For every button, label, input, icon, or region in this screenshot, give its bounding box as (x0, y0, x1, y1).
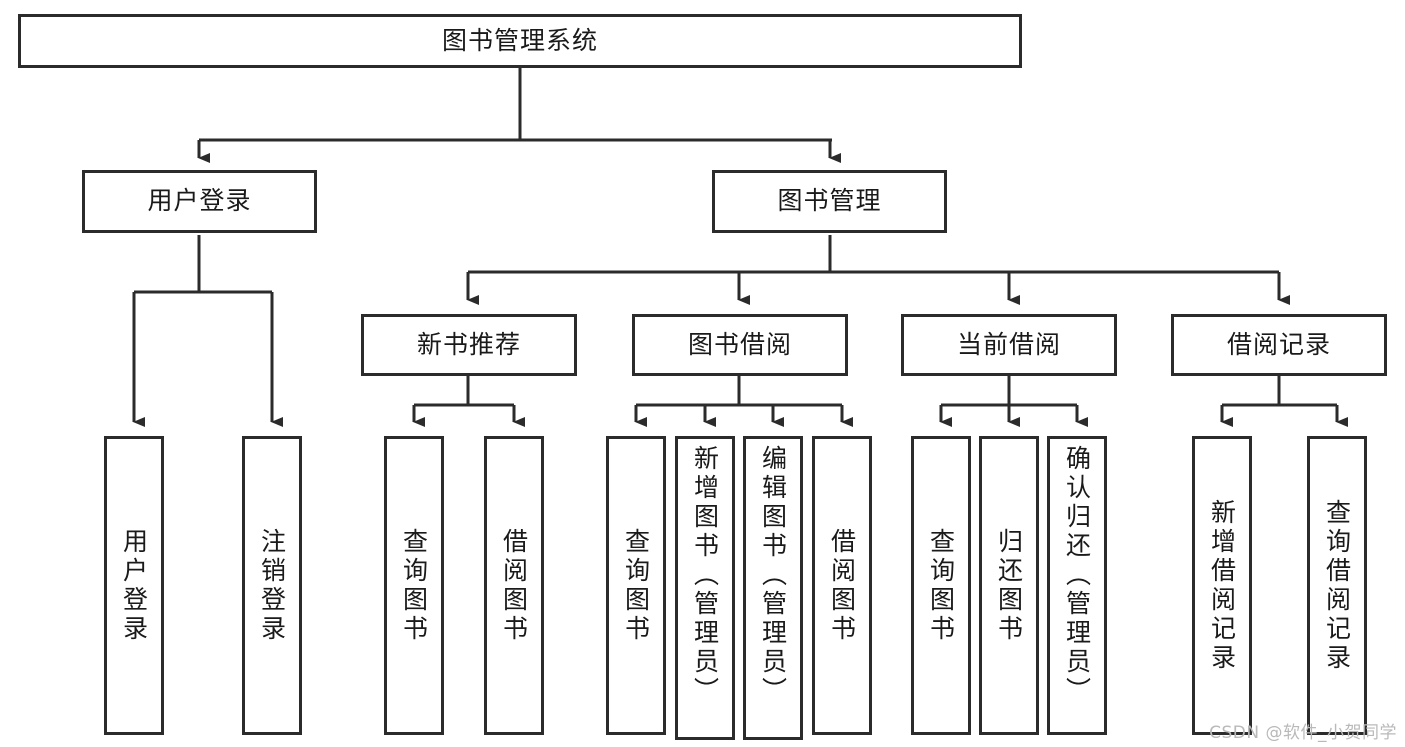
node-label: 查询图书 (621, 527, 651, 644)
leaf-new-book-query-book[interactable]: 查询图书 (384, 436, 444, 735)
leaf-current-borrow-query-book[interactable]: 查询图书 (911, 436, 971, 735)
node-label: 注销登录 (257, 527, 287, 644)
leaf-book-borrow-borrow-book[interactable]: 借阅图书 (812, 436, 872, 735)
node-borrow-record[interactable]: 借阅记录 (1171, 314, 1387, 376)
watermark: CSDN @软件_小贺同学 (1209, 723, 1397, 743)
node-label: 图书借阅 (687, 329, 792, 359)
node-label: 查询图书 (399, 527, 429, 644)
leaf-current-borrow-confirm-return-admin[interactable]: 确认归还（管理员） (1047, 436, 1107, 735)
node-book-borrow[interactable]: 图书借阅 (632, 314, 848, 376)
leaf-borrow-record-add-record[interactable]: 新增借阅记录 (1192, 436, 1252, 735)
node-label: 用户登录 (119, 527, 149, 644)
node-label: 图书管理系统 (441, 25, 598, 55)
node-label: 图书管理 (777, 186, 882, 216)
node-user-login[interactable]: 用户登录 (82, 170, 317, 233)
leaf-borrow-record-query-record[interactable]: 查询借阅记录 (1307, 436, 1367, 735)
node-label: 确认归还（管理员） (1062, 445, 1092, 706)
leaf-book-borrow-query-book[interactable]: 查询图书 (606, 436, 666, 735)
node-label: 新增借阅记录 (1207, 498, 1237, 673)
node-label: 查询借阅记录 (1322, 498, 1352, 673)
node-label: 查询图书 (926, 527, 956, 644)
node-label: 新增图书（管理员） (690, 445, 720, 706)
leaf-book-borrow-edit-book-admin[interactable]: 编辑图书（管理员） (743, 436, 803, 740)
node-label: 借阅记录 (1226, 329, 1331, 359)
node-label: 借阅图书 (827, 527, 857, 644)
node-label: 归还图书 (994, 527, 1024, 644)
node-label: 编辑图书（管理员） (758, 445, 788, 706)
node-label: 用户登录 (147, 186, 252, 216)
node-new-book-recommend[interactable]: 新书推荐 (361, 314, 577, 376)
leaf-user-login-login[interactable]: 用户登录 (104, 436, 164, 735)
node-label: 当前借阅 (956, 329, 1061, 359)
node-label: 借阅图书 (499, 527, 529, 644)
node-book-management[interactable]: 图书管理 (712, 170, 947, 233)
leaf-user-login-logout[interactable]: 注销登录 (242, 436, 302, 735)
leaf-current-borrow-return-book[interactable]: 归还图书 (979, 436, 1039, 735)
leaf-book-borrow-add-book-admin[interactable]: 新增图书（管理员） (675, 436, 735, 740)
node-label: 新书推荐 (416, 329, 521, 359)
node-root-book-management-system[interactable]: 图书管理系统 (18, 14, 1022, 68)
node-current-borrow[interactable]: 当前借阅 (901, 314, 1117, 376)
leaf-new-book-borrow-book[interactable]: 借阅图书 (484, 436, 544, 735)
